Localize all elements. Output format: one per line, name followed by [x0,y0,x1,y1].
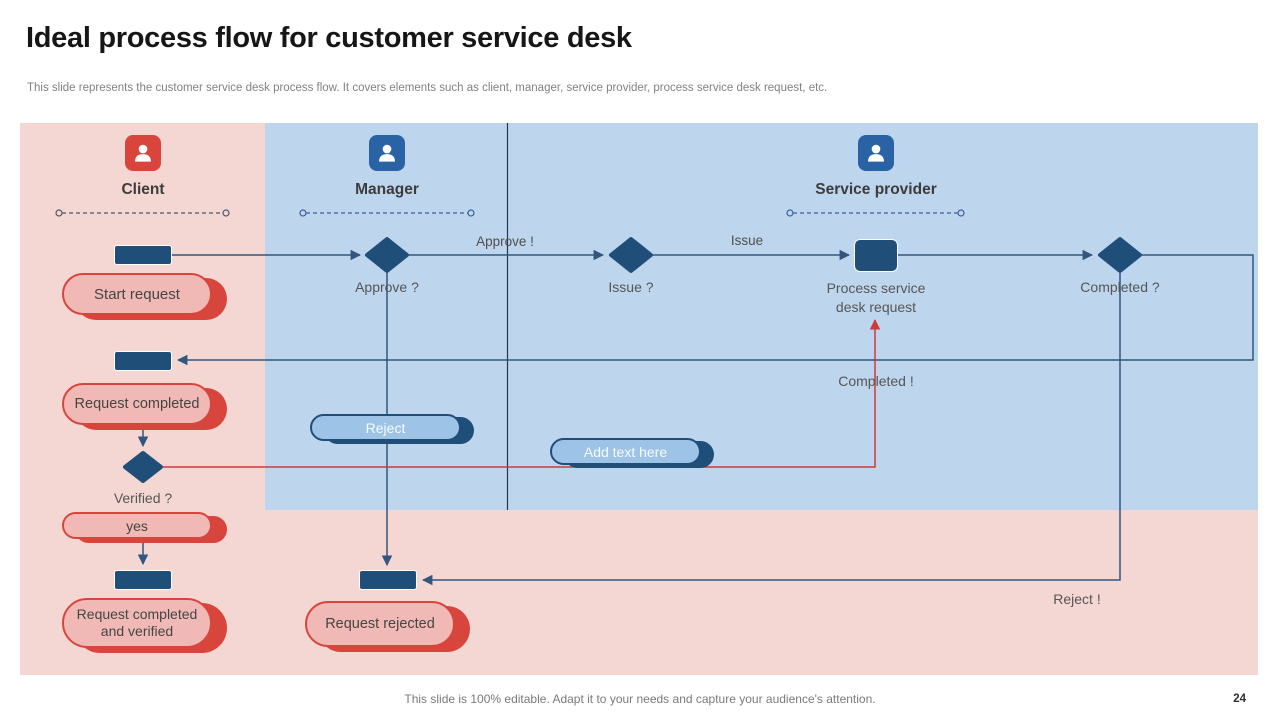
client-start-node [114,245,172,265]
add-text-here-pill: Add text here [550,438,714,468]
label-issue: Issue [730,233,764,248]
label-reject-exclaim: Reject ! [1053,591,1101,607]
pill-text: Add text here [550,438,701,465]
label-completed-exclaim: Completed ! [838,373,914,389]
label-verified-question: Verified ? [113,490,173,506]
label-process-service-desk: Process service desk request [826,280,926,315]
lane-label-manager: Manager [355,181,419,198]
pill-text: Request completed [62,383,212,425]
manager-rejected-node [359,570,417,590]
lane-label-client: Client [121,181,165,198]
client-completed-node [114,351,172,371]
page-number: 24 [1233,693,1246,705]
client-person-icon [125,135,161,171]
pill-text: Request completed and verified [62,598,212,648]
slide-subtitle: This slide represents the customer servi… [27,82,828,94]
request-rejected-pill: Request rejected [305,601,470,652]
label-approve-exclaim: Approve ! [476,234,534,249]
pill-text: Reject [310,414,461,441]
reject-pill: Reject [310,414,474,444]
footer-note: This slide is 100% editable. Adapt it to… [404,692,876,706]
manager-person-icon [369,135,405,171]
lane-label-service-provider: Service provider [815,181,937,198]
pill-text: Request rejected [305,601,455,647]
start-request-pill: Start request [62,273,227,320]
label-completed-question: Completed ? [1080,279,1160,295]
person-glyph [868,144,884,162]
label-approve-question: Approve ? [355,279,419,295]
process-service-desk-node [854,239,898,272]
person-glyph [379,144,395,162]
request-completed-pill: Request completed [62,383,227,430]
label-issue-question: Issue ? [608,279,654,295]
request-completed-verified-pill: Request completed and verified [62,598,227,653]
yes-pill: yes [62,512,227,543]
page-title: Ideal process flow for customer service … [26,22,632,54]
pill-text: yes [62,512,212,539]
person-glyph [135,144,151,162]
client-verified-node [114,570,172,590]
provider-person-icon [858,135,894,171]
pill-text: Start request [62,273,212,315]
